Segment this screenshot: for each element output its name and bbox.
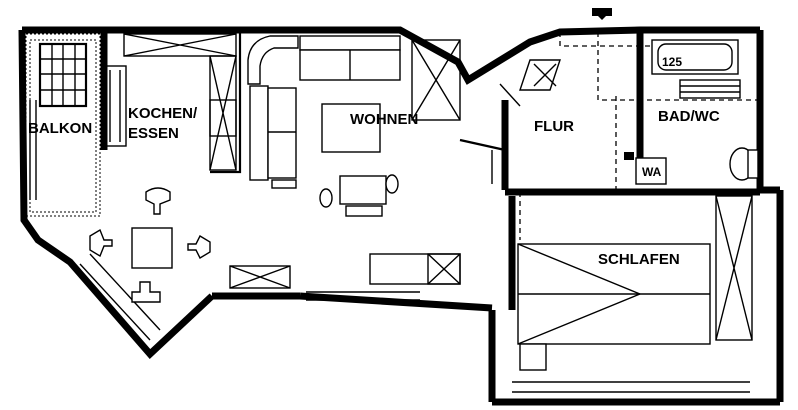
wohnen-shelf [411,39,461,121]
bed [517,243,711,345]
sofa-left [249,85,297,189]
room-label-flur: FLUR [534,118,574,135]
balcony-grid [38,42,88,108]
room-label-schlafen: SCHLAFEN [598,251,680,268]
room-label-essen: ESSEN [128,125,179,142]
coffee-table [321,103,381,153]
nightstand [519,343,547,371]
bathtub-mark: 125 [662,55,682,69]
sofa-corner [247,35,401,85]
room-label-balkon: BALKON [28,120,92,137]
toilet [729,147,759,181]
wohnen-chair [319,174,399,217]
windows [29,100,750,393]
washbasin [624,152,667,185]
room-label-wohnen: WOHNEN [350,111,418,128]
outer-walls [18,26,784,406]
tv-cabinet [229,265,291,289]
dashed-guides [519,32,760,240]
bath-shelf [679,79,741,99]
dining-area [89,187,211,303]
room-label-bad-wc: BAD/WC [658,108,720,125]
bathtub: 125 [651,39,739,75]
flur-entry [459,8,612,184]
room-label-wa: WA [642,165,662,179]
sideboard [369,253,461,285]
room-label-kochen: KOCHEN/ [128,105,198,122]
balcony-door [103,65,127,147]
kitchen-counter [123,33,237,171]
wardrobe [715,195,753,341]
interior-walls [210,30,760,310]
